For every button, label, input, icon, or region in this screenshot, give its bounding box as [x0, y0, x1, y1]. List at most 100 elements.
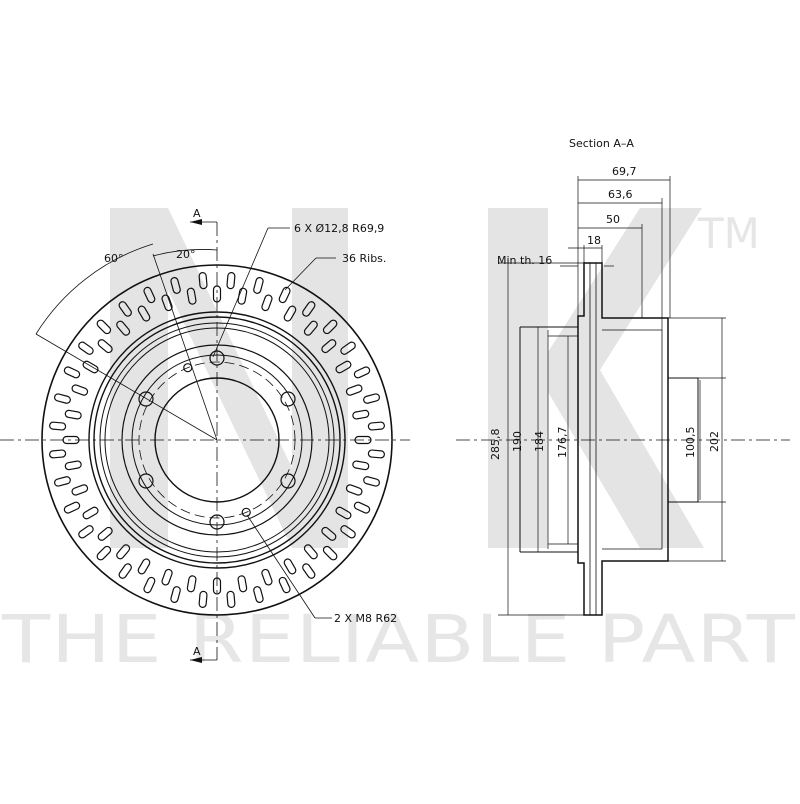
- rib-slot: [363, 476, 380, 487]
- rib-slot: [96, 319, 112, 335]
- front-view: [0, 219, 410, 663]
- trademark-mark: TM: [697, 209, 760, 258]
- rib-slot: [170, 586, 181, 603]
- rib-slot: [137, 305, 151, 322]
- bolt-hole: [138, 473, 154, 489]
- rib-slot: [283, 558, 297, 575]
- rib-slot: [302, 301, 316, 317]
- rib-slot: [367, 449, 385, 459]
- width-label-69-7: 69,7: [612, 165, 637, 178]
- rib-slot: [363, 393, 380, 404]
- bolt-holes: [138, 350, 296, 530]
- rib-slot: [186, 575, 197, 593]
- threads-callout: 2 X M8 R62: [334, 612, 397, 625]
- rib-slot: [198, 272, 208, 290]
- rib-slot: [63, 501, 81, 514]
- rib-slot: [283, 305, 297, 322]
- section-view-labels: Section A–A 69,7 63,6 50 18 Min th. 16 2…: [489, 137, 721, 460]
- rib-slot: [118, 301, 132, 317]
- rib-slot: [118, 563, 132, 579]
- front-view-labels: A A 60° 20° 6 X Ø12,8 R69,9 36 Ribs. 2 X…: [104, 207, 397, 658]
- section-view: [456, 176, 790, 616]
- rib-slot: [64, 460, 82, 471]
- rib-slot: [278, 286, 291, 304]
- rib-slot: [352, 409, 370, 420]
- rib-slot: [321, 526, 337, 541]
- disc-outer-edge: [41, 264, 393, 616]
- height-label-285-8: 285,8: [489, 429, 502, 461]
- rib-slot: [253, 277, 264, 294]
- height-label-100-5: 100,5: [684, 427, 697, 459]
- rib-slot: [198, 590, 208, 608]
- ribs-callout: 36 Ribs.: [342, 252, 386, 265]
- rib-slot: [78, 525, 94, 539]
- rib-slot: [212, 285, 222, 303]
- bolt-hole: [280, 473, 296, 489]
- nk-logo: NK: [110, 208, 704, 548]
- rib-slot: [170, 277, 181, 294]
- rib-slot: [97, 526, 113, 541]
- section-marker-bottom: A: [193, 645, 201, 658]
- rib-slot: [261, 568, 273, 586]
- rib-slot: [345, 384, 363, 396]
- bolt-hole: [280, 391, 296, 407]
- rib-slots: [49, 272, 385, 608]
- height-label-176-7: 176,7: [556, 427, 569, 459]
- rib-slot: [303, 320, 318, 336]
- rib-slot: [321, 339, 337, 354]
- rib-slot: [261, 294, 273, 312]
- width-label-50: 50: [606, 213, 620, 226]
- bolt-hole: [138, 391, 154, 407]
- height-label-184: 184: [533, 431, 546, 452]
- angle-label-60: 60°: [104, 252, 124, 265]
- rib-slot: [302, 563, 316, 579]
- rib-slot: [71, 484, 89, 496]
- bolt-hole: [209, 350, 225, 366]
- rib-slot: [97, 339, 113, 354]
- rib-slot: [116, 320, 131, 336]
- width-label-63-6: 63,6: [608, 188, 633, 201]
- rib-slot: [186, 287, 197, 305]
- rib-slot: [353, 366, 371, 379]
- rib-slot: [322, 319, 338, 335]
- rib-slot: [226, 590, 236, 608]
- rib-slot: [335, 360, 352, 374]
- rib-slot: [226, 272, 236, 290]
- rib-slot: [161, 568, 173, 586]
- section-marker-top: A: [193, 207, 201, 220]
- rib-slot: [54, 476, 71, 487]
- rib-slot: [143, 286, 156, 304]
- rib-slot: [137, 558, 151, 575]
- rib-slot: [78, 341, 94, 355]
- center-bore: [154, 377, 280, 503]
- rib-slot: [237, 575, 248, 593]
- rib-slot: [64, 409, 82, 420]
- rib-slot: [116, 544, 131, 560]
- rib-slot: [335, 506, 352, 520]
- rib-slot: [54, 393, 71, 404]
- rib-slot: [353, 501, 371, 514]
- rib-slot: [82, 360, 99, 374]
- angle-label-20: 20°: [176, 248, 196, 261]
- rib-slot: [354, 435, 372, 445]
- tagline: THE RELIABLE PART: [1, 601, 796, 678]
- watermark: NK TM THE RELIABLE PART: [1, 208, 796, 678]
- height-label-202: 202: [708, 431, 721, 452]
- rib-slot: [63, 366, 81, 379]
- rib-slot: [340, 525, 356, 539]
- section-title: Section A–A: [569, 137, 634, 150]
- rib-slot: [143, 576, 156, 594]
- rib-slot: [49, 421, 67, 431]
- rib-slot: [303, 544, 318, 560]
- min-thickness-label: Min th. 16: [497, 254, 552, 267]
- rib-slot: [367, 421, 385, 431]
- rib-slot: [352, 460, 370, 471]
- height-label-190: 190: [511, 431, 524, 452]
- rib-slot: [71, 384, 89, 396]
- rib-slot: [96, 545, 112, 561]
- rib-slot: [253, 586, 264, 603]
- rib-slot: [49, 449, 67, 459]
- rib-slot: [82, 506, 99, 520]
- thread-hole: [241, 507, 251, 517]
